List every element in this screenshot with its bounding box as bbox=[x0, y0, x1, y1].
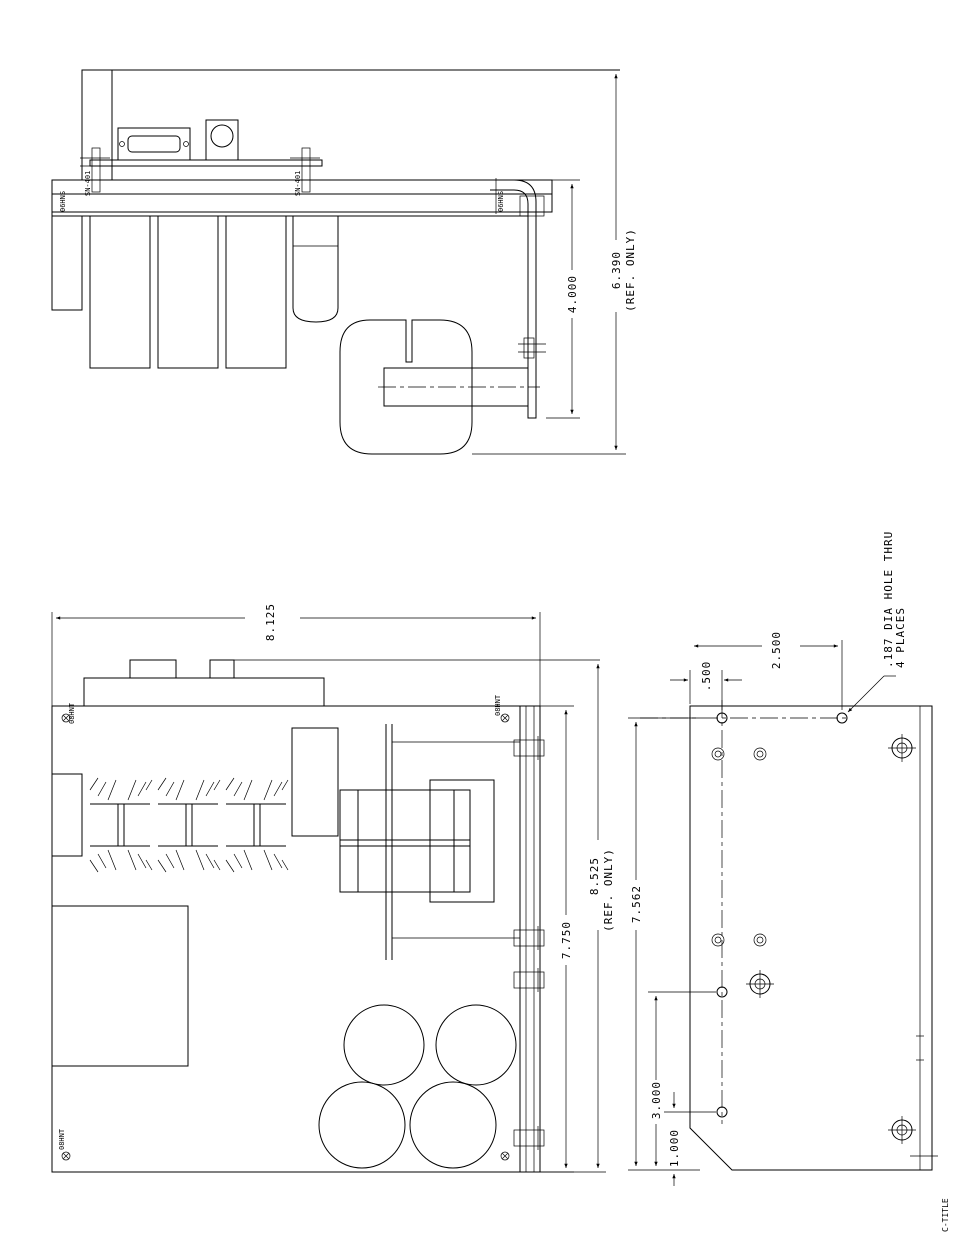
boss-icon bbox=[711, 747, 725, 761]
dim-8125: 8.125 bbox=[264, 603, 277, 641]
fastener bbox=[513, 926, 545, 950]
electrolytic-capacitor bbox=[409, 1081, 497, 1169]
db-connector-top bbox=[129, 659, 177, 679]
dim-7562: 7.562 bbox=[630, 885, 643, 923]
mount-marker-icon bbox=[500, 1151, 510, 1161]
side-view: SN-401 SN-401 06HNS 06HNS 4.000 6.3 bbox=[51, 69, 637, 455]
pcb-outline bbox=[51, 705, 521, 1173]
capacitor-top bbox=[291, 727, 339, 837]
stud-icon bbox=[746, 970, 774, 998]
chassis-outline bbox=[689, 705, 933, 1171]
boss-icon bbox=[753, 933, 767, 947]
boss-icon bbox=[753, 747, 767, 761]
part-label: 06HNS bbox=[497, 191, 505, 212]
heatsink-side bbox=[89, 215, 151, 369]
part-label: SN-401 bbox=[84, 171, 92, 196]
corner-label: 08HNT bbox=[58, 1128, 66, 1150]
bottom-view: .500 2.500 .187 DIA HOLE THRU 4 PLACES 7… bbox=[628, 531, 938, 1186]
corner-label: 08HNT bbox=[68, 702, 76, 724]
electrolytic-capacitor bbox=[318, 1081, 406, 1169]
transformer-side bbox=[339, 319, 473, 455]
corner-label: 08HNT bbox=[494, 694, 502, 716]
electrolytic-capacitor bbox=[343, 1004, 425, 1086]
db-connector-side bbox=[117, 127, 191, 161]
top-view: 8.125 08HNT 08HNT 08HNT bbox=[51, 603, 615, 1173]
mounting-hole bbox=[716, 986, 728, 998]
transformer-top bbox=[339, 724, 520, 960]
dim-1000: 1.000 bbox=[668, 1129, 681, 1167]
heatsink-side bbox=[225, 215, 287, 369]
dim-2500: 2.500 bbox=[770, 631, 783, 669]
hole-note-qty: 4 PLACES bbox=[894, 607, 907, 668]
mounting-hole bbox=[716, 1106, 728, 1118]
mount-marker-icon bbox=[500, 713, 510, 723]
stud-icon bbox=[888, 1116, 916, 1144]
power-connector-top bbox=[209, 659, 235, 679]
power-connector-side bbox=[205, 119, 239, 161]
boss-icon bbox=[711, 933, 725, 947]
dim-6390-note: (REF. ONLY) bbox=[624, 228, 637, 312]
dim-6390: 6.390 bbox=[610, 251, 623, 289]
dim-7750: 7.750 bbox=[560, 921, 573, 959]
electrolytic-capacitor bbox=[435, 1004, 517, 1086]
title-tag: C-TITLE bbox=[941, 1198, 950, 1232]
heatsink-top bbox=[225, 777, 289, 873]
bracket-side bbox=[490, 179, 537, 419]
mounting-hole bbox=[836, 712, 848, 724]
heatsink-top bbox=[157, 777, 221, 873]
fastener bbox=[513, 736, 545, 760]
dim-8525-note: (REF. ONLY) bbox=[602, 848, 615, 932]
heatsink-side bbox=[157, 215, 219, 369]
mount-marker-icon bbox=[61, 713, 71, 723]
stud-icon bbox=[888, 734, 916, 762]
mount-marker-icon bbox=[61, 1151, 71, 1161]
part-label: SN-401 bbox=[294, 171, 302, 196]
dim-8525: 8.525 bbox=[588, 857, 601, 895]
fastener bbox=[513, 1126, 545, 1150]
capacitor-side bbox=[292, 215, 339, 323]
standoff-left bbox=[80, 147, 110, 193]
dim-500: .500 bbox=[700, 661, 713, 692]
dim-3000: 3.000 bbox=[650, 1081, 663, 1119]
hole-note: .187 DIA HOLE THRU bbox=[882, 531, 895, 668]
fastener bbox=[513, 968, 545, 992]
part-label: 06HNS bbox=[59, 191, 67, 212]
mounting-hole bbox=[716, 712, 728, 724]
component-block bbox=[51, 905, 189, 1067]
heatsink-top bbox=[89, 777, 153, 873]
standoff-mid bbox=[290, 147, 320, 193]
dim-4000: 4.000 bbox=[566, 275, 579, 313]
